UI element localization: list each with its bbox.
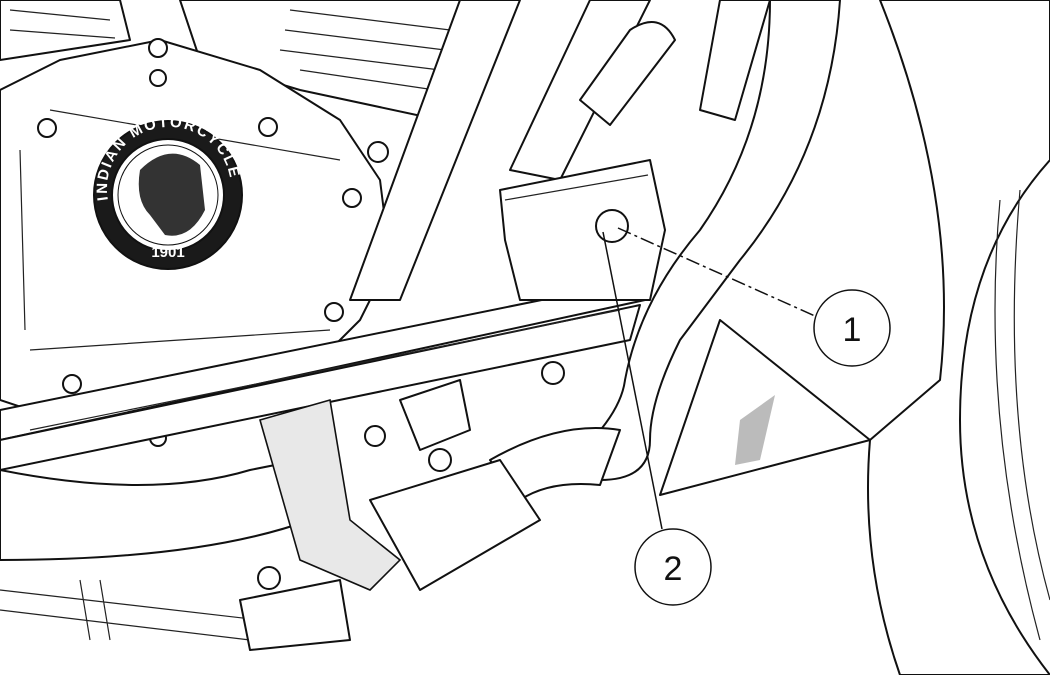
leader-line-1 bbox=[617, 227, 816, 317]
footboard-bar bbox=[0, 279, 646, 471]
callout-1: 1 bbox=[617, 227, 891, 367]
master-cylinder bbox=[499, 21, 676, 301]
callout-label-1: 1 bbox=[843, 311, 862, 349]
mounting-bracket bbox=[259, 379, 541, 591]
lower-engine bbox=[0, 579, 351, 651]
callout-2: 2 bbox=[602, 231, 712, 606]
front-fender bbox=[659, 0, 1050, 675]
leader-line-2 bbox=[602, 231, 663, 530]
callout-label-2: 2 bbox=[664, 550, 683, 588]
logo-year: 1901 bbox=[151, 244, 184, 261]
cylinder-fins bbox=[0, 0, 471, 121]
indian-motorcycle-logo: INDIAN MOTORCYCLE 1901 bbox=[93, 114, 243, 270]
frame-tubes bbox=[0, 0, 841, 561]
